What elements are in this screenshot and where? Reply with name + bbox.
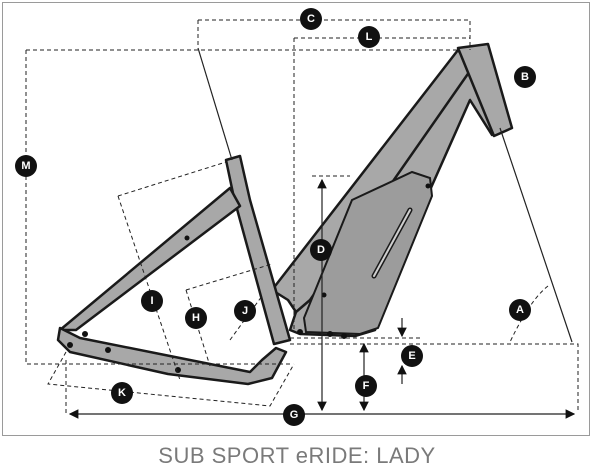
label-badge-c: C xyxy=(300,8,322,30)
svg-text:L: L xyxy=(366,31,373,43)
label-badge-j: J xyxy=(234,300,256,322)
svg-text:G: G xyxy=(290,409,299,421)
construction-lines xyxy=(25,19,579,414)
svg-text:I: I xyxy=(150,295,153,307)
label-badge-m: M xyxy=(15,155,37,177)
svg-text:E: E xyxy=(408,350,415,362)
svg-text:M: M xyxy=(21,160,30,172)
seat-stay xyxy=(58,186,242,332)
label-badge-l: L xyxy=(358,26,380,48)
label-badge-f: F xyxy=(355,375,377,397)
svg-text:B: B xyxy=(521,71,529,83)
svg-text:J: J xyxy=(242,305,248,317)
label-badge-b: B xyxy=(514,66,536,88)
label-badge-g: G xyxy=(283,404,305,426)
diagram-caption: SUB SPORT eRIDE: LADY xyxy=(158,443,436,468)
label-badge-d: D xyxy=(310,239,332,261)
label-badge-i: I xyxy=(141,290,163,312)
svg-text:K: K xyxy=(118,387,126,399)
svg-text:F: F xyxy=(363,380,370,392)
bike-geometry-diagram: C L B M D I J H A E F K G xyxy=(15,8,579,426)
svg-text:C: C xyxy=(307,13,315,25)
battery xyxy=(302,170,434,336)
label-badge-k: K xyxy=(111,382,133,404)
chain-stay xyxy=(56,326,288,386)
label-badge-h: H xyxy=(185,307,207,329)
bike-frame xyxy=(56,48,512,386)
svg-text:H: H xyxy=(192,312,200,324)
label-badge-a: A xyxy=(509,299,531,321)
label-badge-e: E xyxy=(401,345,423,367)
svg-text:A: A xyxy=(516,304,524,316)
svg-text:D: D xyxy=(317,244,325,256)
head-tube xyxy=(456,42,514,138)
